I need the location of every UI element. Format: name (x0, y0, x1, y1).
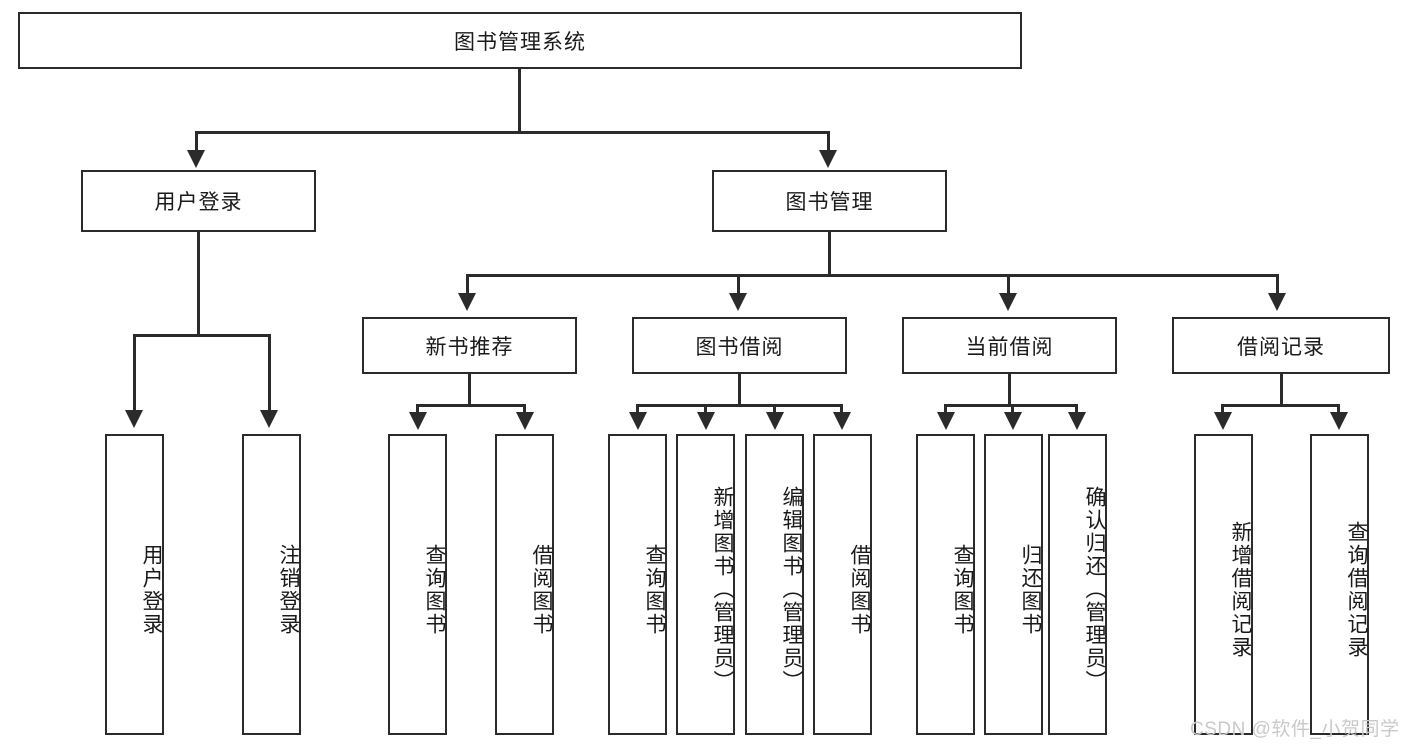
node-label: 用户登录 (140, 543, 163, 636)
leaf-add-book-admin[interactable]: 新增图书（管理员） (676, 434, 735, 735)
connector-new-book-stem (468, 374, 471, 406)
connector-br-to-leaf-2 (1337, 404, 1340, 416)
watermark-csdn: CSDN @软件_小贺同学 (1190, 719, 1400, 740)
arrow-br-to-leaf-2 (1330, 412, 1348, 430)
node-current-borrow[interactable]: 当前借阅 (902, 317, 1117, 374)
leaf-borrow-book[interactable]: 借阅图书 (813, 434, 872, 735)
node-label: 用户登录 (154, 191, 243, 214)
node-label: 归还图书 (1019, 543, 1042, 636)
node-label: 查询图书 (423, 543, 446, 636)
node-user-login[interactable]: 用户登录 (81, 170, 316, 232)
connector-bb-to-leaf-3 (773, 404, 776, 416)
arrow-root-to-user-login (187, 150, 205, 168)
node-label: 新增借阅记录 (1229, 520, 1252, 659)
connector-book-borrow-stem (738, 374, 741, 406)
connector-bm-to-book-borrow (737, 274, 740, 297)
leaf-logout[interactable]: 注销登录 (242, 434, 301, 735)
connector-new-book-to-leaf-2 (523, 404, 526, 416)
connector-bm-to-current-borrow (1007, 274, 1010, 297)
connector-user-login-to-leaf-1 (133, 334, 136, 414)
leaf-query-book-borrow[interactable]: 查询图书 (608, 434, 667, 735)
connector-book-management-bus (466, 274, 1278, 277)
leaf-edit-book-admin[interactable]: 编辑图书（管理员） (745, 434, 804, 735)
node-label: 编辑图书（管理员） (780, 486, 803, 693)
node-label: 当前借阅 (965, 335, 1054, 359)
leaf-query-borrow-record[interactable]: 查询借阅记录 (1310, 434, 1369, 735)
arrow-cb-to-leaf-3 (1068, 412, 1086, 430)
node-label: 查询图书 (951, 543, 974, 636)
arrow-bb-to-leaf-2 (697, 412, 715, 430)
arrow-bm-to-current-borrow (999, 293, 1017, 311)
node-label: 查询图书 (643, 543, 666, 636)
node-book-borrow[interactable]: 图书借阅 (632, 317, 847, 374)
node-borrow-record[interactable]: 借阅记录 (1172, 317, 1390, 374)
node-new-book-recommend[interactable]: 新书推荐 (362, 317, 577, 374)
connector-bm-to-new-book (466, 274, 469, 297)
connector-root-to-book-management (827, 131, 830, 154)
connector-new-book-bus (416, 404, 526, 407)
arrow-bb-to-leaf-4 (833, 412, 851, 430)
arrow-cb-to-leaf-2 (1004, 412, 1022, 430)
leaf-query-book-current[interactable]: 查询图书 (916, 434, 975, 735)
connector-book-management-stem (828, 232, 831, 276)
node-label: 查询借阅记录 (1345, 520, 1368, 659)
node-label: 借阅图书 (530, 543, 553, 636)
node-label: 注销登录 (277, 543, 300, 636)
node-label: 新增图书（管理员） (711, 486, 734, 693)
arrow-bm-to-new-book (458, 293, 476, 311)
connector-bb-to-leaf-1 (636, 404, 639, 416)
connector-book-borrow-bus (636, 404, 843, 407)
connector-bm-to-borrow-record (1276, 274, 1279, 297)
leaf-query-book-recommend[interactable]: 查询图书 (388, 434, 447, 735)
connector-user-login-stem (197, 232, 200, 336)
arrow-bb-to-leaf-1 (629, 412, 647, 430)
node-label: 图书管理系统 (454, 30, 586, 54)
connector-root-stem (518, 69, 521, 133)
node-book-management[interactable]: 图书管理 (712, 170, 947, 232)
node-label: 图书管理 (785, 191, 874, 214)
connector-cb-to-leaf-2 (1011, 404, 1014, 416)
node-label: 确认归还（管理员） (1083, 486, 1106, 693)
node-label: 新书推荐 (425, 335, 514, 359)
node-label: 借阅记录 (1237, 335, 1325, 359)
connector-cb-to-leaf-1 (944, 404, 947, 416)
arrow-new-book-to-leaf-1 (409, 412, 427, 430)
arrow-bm-to-book-borrow (729, 293, 747, 311)
connector-cb-to-leaf-3 (1075, 404, 1078, 416)
connector-root-bus (195, 131, 830, 134)
leaf-add-borrow-record[interactable]: 新增借阅记录 (1194, 434, 1253, 735)
arrow-bb-to-leaf-3 (766, 412, 784, 430)
leaf-user-login[interactable]: 用户登录 (105, 434, 164, 735)
arrow-user-login-to-leaf-1 (125, 410, 143, 428)
connector-new-book-to-leaf-1 (416, 404, 419, 416)
connector-bb-to-leaf-4 (840, 404, 843, 416)
connector-bb-to-leaf-2 (704, 404, 707, 416)
leaf-return-book[interactable]: 归还图书 (984, 434, 1043, 735)
leaf-borrow-book-recommend[interactable]: 借阅图书 (495, 434, 554, 735)
arrow-bm-to-borrow-record (1268, 293, 1286, 311)
node-label: 借阅图书 (848, 543, 871, 636)
leaf-confirm-return-admin[interactable]: 确认归还（管理员） (1048, 434, 1107, 735)
connector-borrow-record-bus (1221, 404, 1340, 407)
connector-user-login-to-leaf-2 (268, 334, 271, 414)
connector-root-to-user-login (195, 131, 198, 154)
connector-borrow-record-stem (1280, 374, 1283, 406)
connector-br-to-leaf-1 (1221, 404, 1224, 416)
arrow-new-book-to-leaf-2 (516, 412, 534, 430)
arrow-br-to-leaf-1 (1214, 412, 1232, 430)
arrow-root-to-book-management (819, 150, 837, 168)
connector-user-login-bus (133, 334, 271, 337)
connector-current-borrow-stem (1008, 374, 1011, 406)
arrow-user-login-to-leaf-2 (260, 410, 278, 428)
arrow-cb-to-leaf-1 (937, 412, 955, 430)
node-label: 图书借阅 (695, 335, 784, 359)
node-root-book-management-system[interactable]: 图书管理系统 (18, 12, 1022, 69)
